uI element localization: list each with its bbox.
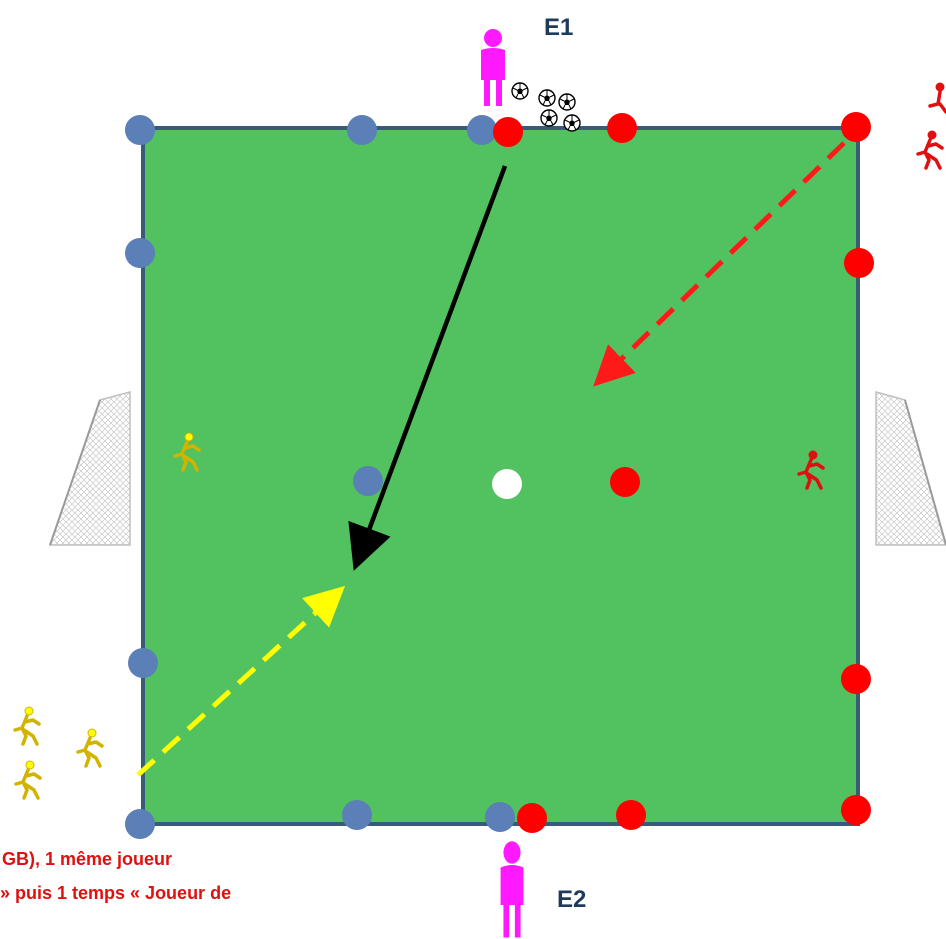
coach-e1-icon xyxy=(481,29,505,106)
blue-cone xyxy=(347,115,377,145)
red-cone xyxy=(610,467,640,497)
red-cone xyxy=(841,112,871,142)
red-cone xyxy=(841,664,871,694)
caption-line-1: GB), 1 même joueur xyxy=(0,842,380,876)
soccer-balls-icon xyxy=(512,83,580,131)
running-player-icon xyxy=(78,729,102,766)
red-cone xyxy=(493,117,523,147)
coach-e1-label: E1 xyxy=(544,14,573,42)
blue-cone xyxy=(125,115,155,145)
red-cone xyxy=(841,795,871,825)
blue-cone xyxy=(125,809,155,839)
goal-left-icon xyxy=(50,392,130,545)
caption-text: GB), 1 même joueur » puis 1 temps « Joue… xyxy=(0,842,380,910)
blue-cone xyxy=(125,238,155,268)
running-player-icon xyxy=(16,761,40,798)
blue-cone xyxy=(342,800,372,830)
coach-e2-icon xyxy=(501,841,524,937)
goal-right-icon xyxy=(876,392,946,545)
red-cone xyxy=(616,800,646,830)
red-cone xyxy=(607,113,637,143)
blue-cone xyxy=(467,115,497,145)
center-marker xyxy=(492,469,522,499)
running-player-icon xyxy=(918,131,942,168)
running-player-icon xyxy=(15,707,39,744)
coach-e2-label: E2 xyxy=(557,886,586,914)
blue-cone xyxy=(485,802,515,832)
running-player-icon xyxy=(930,83,946,112)
blue-cone xyxy=(128,648,158,678)
red-cone xyxy=(844,248,874,278)
caption-line-2: » puis 1 temps « Joueur de xyxy=(0,876,380,910)
red-cone xyxy=(517,803,547,833)
blue-cone xyxy=(353,466,383,496)
